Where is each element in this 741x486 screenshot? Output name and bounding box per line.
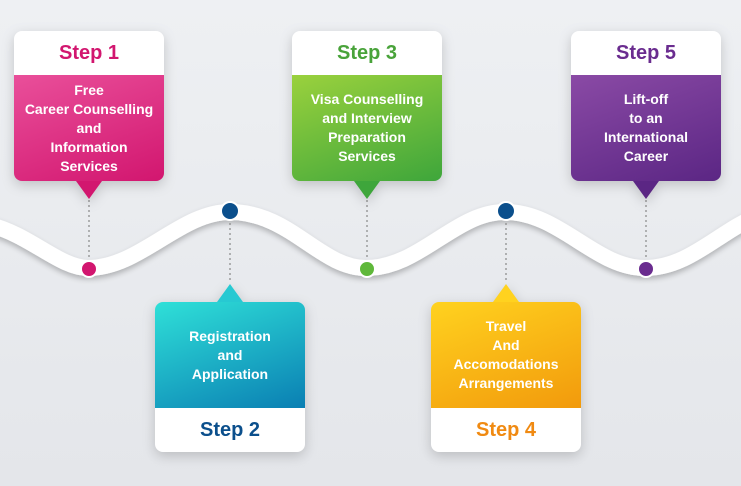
step-1-label: Step 1 — [14, 31, 164, 75]
step-5-card: Step 5 Lift-off to an International Care… — [571, 31, 721, 199]
step-2-text: Registration and Application — [155, 302, 305, 408]
step-5-label: Step 5 — [571, 31, 721, 75]
node-step3 — [358, 260, 376, 278]
step-5-text: Lift-off to an International Career — [571, 75, 721, 181]
step-1-text: Free Career Counselling and Information … — [14, 75, 164, 181]
step-1-card: Step 1 Free Career Counselling and Infor… — [14, 31, 164, 199]
step-4-card: Travel And Accomodations Arrangements St… — [431, 284, 581, 452]
step-4-pointer — [493, 284, 519, 302]
step-5-pointer — [633, 181, 659, 199]
step-1-pointer — [76, 181, 102, 199]
step-3-label: Step 3 — [292, 31, 442, 75]
node-step4 — [496, 201, 516, 221]
wave-line — [0, 203, 741, 277]
node-step1 — [80, 260, 98, 278]
step-3-pointer — [354, 181, 380, 199]
step-2-pointer — [217, 284, 243, 302]
step-2-card: Registration and Application Step 2 — [155, 284, 305, 452]
step-4-label: Step 4 — [431, 408, 581, 452]
step-3-card: Step 3 Visa Counselling and Interview Pr… — [292, 31, 442, 199]
step-4-text: Travel And Accomodations Arrangements — [431, 302, 581, 408]
step-2-label: Step 2 — [155, 408, 305, 452]
step-3-text: Visa Counselling and Interview Preparati… — [292, 75, 442, 181]
node-step5 — [637, 260, 655, 278]
node-step2 — [220, 201, 240, 221]
